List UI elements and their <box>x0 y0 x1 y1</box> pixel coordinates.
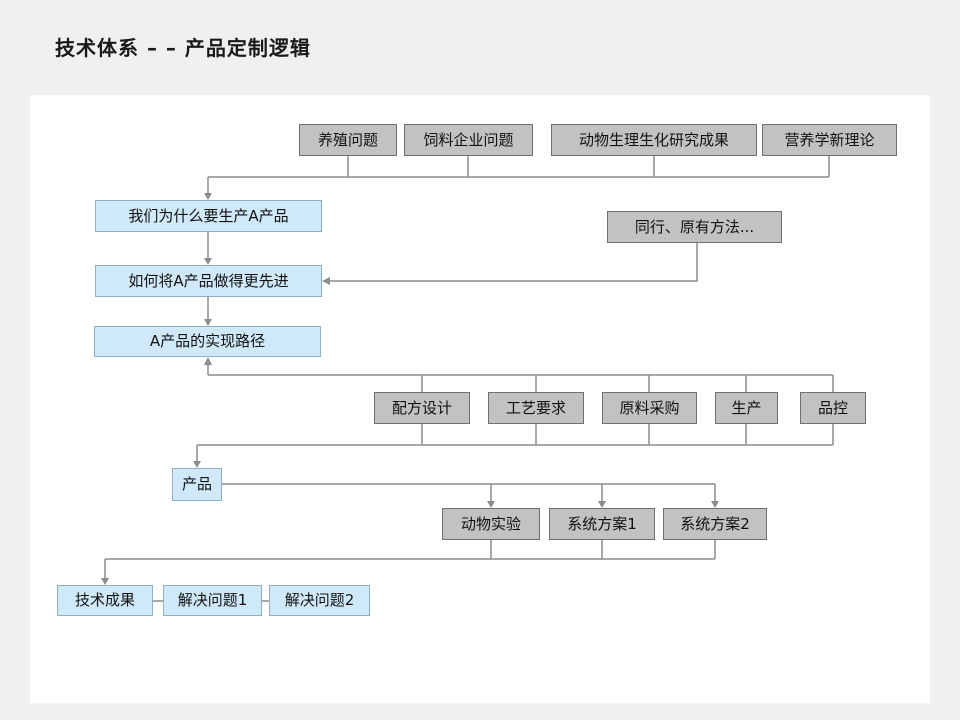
node-process-requirements: 工艺要求 <box>488 392 584 424</box>
node-product: 产品 <box>172 468 222 501</box>
node-solve-problem-2: 解决问题2 <box>269 585 370 616</box>
slide-title: 技术体系 – – 产品定制逻辑 <box>55 36 311 60</box>
node-why-produce-a: 我们为什么要生产A产品 <box>95 200 322 232</box>
node-raw-material-procurement: 原料采购 <box>602 392 697 424</box>
node-peer-existing-methods: 同行、原有方法... <box>607 211 782 243</box>
node-how-advance-a: 如何将A产品做得更先进 <box>95 265 322 297</box>
node-production: 生产 <box>715 392 778 424</box>
node-quality-control: 品控 <box>800 392 866 424</box>
node-system-solution-1: 系统方案1 <box>549 508 655 540</box>
node-solve-problem-1: 解决问题1 <box>163 585 262 616</box>
node-formula-design: 配方设计 <box>374 392 470 424</box>
node-feed-enterprise-problem: 饲料企业问题 <box>404 124 533 156</box>
node-a-implementation-path: A产品的实现路径 <box>94 326 321 357</box>
node-animal-experiment: 动物实验 <box>442 508 540 540</box>
node-animal-physiology-research: 动物生理生化研究成果 <box>551 124 757 156</box>
node-breeding-problem: 养殖问题 <box>299 124 397 156</box>
node-technical-achievement: 技术成果 <box>57 585 153 616</box>
node-system-solution-2: 系统方案2 <box>663 508 767 540</box>
node-nutrition-new-theory: 营养学新理论 <box>762 124 897 156</box>
